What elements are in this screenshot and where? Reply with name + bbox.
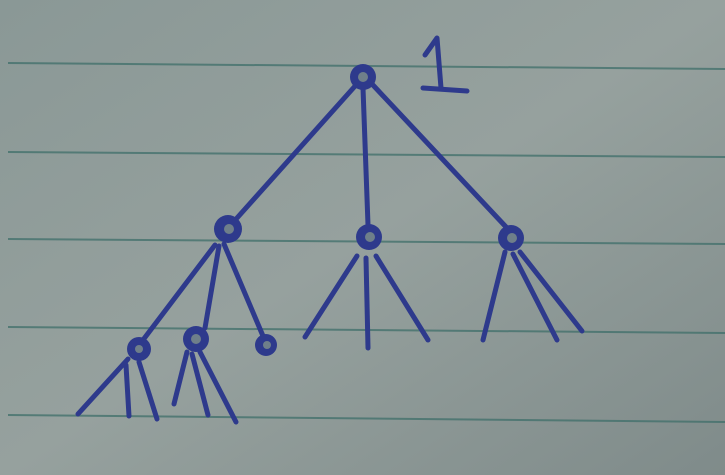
edge xyxy=(171,349,190,407)
edge xyxy=(140,242,218,343)
edge xyxy=(75,356,131,417)
edge xyxy=(136,359,160,422)
edge xyxy=(189,351,211,418)
label-stroke xyxy=(422,35,444,91)
edge xyxy=(510,251,560,343)
edge xyxy=(123,362,132,419)
root-node xyxy=(350,64,376,90)
edge xyxy=(360,85,371,228)
edge xyxy=(363,255,371,351)
edge xyxy=(302,253,360,340)
node-left xyxy=(214,215,242,243)
edge xyxy=(369,81,510,231)
edge xyxy=(480,249,508,343)
tree-edges xyxy=(75,81,585,425)
node-left-left xyxy=(127,337,151,361)
label-stroke xyxy=(420,85,470,94)
node-left-middle xyxy=(183,326,209,352)
edge xyxy=(197,349,239,425)
edge xyxy=(202,243,222,331)
edge xyxy=(234,82,359,221)
edge xyxy=(517,249,585,334)
node-right xyxy=(498,225,524,251)
tree-nodes xyxy=(127,64,524,361)
label-one: 1 xyxy=(420,35,470,94)
node-middle xyxy=(356,224,382,250)
edge xyxy=(373,253,431,343)
edge xyxy=(221,241,266,339)
node-left-right xyxy=(255,334,277,356)
